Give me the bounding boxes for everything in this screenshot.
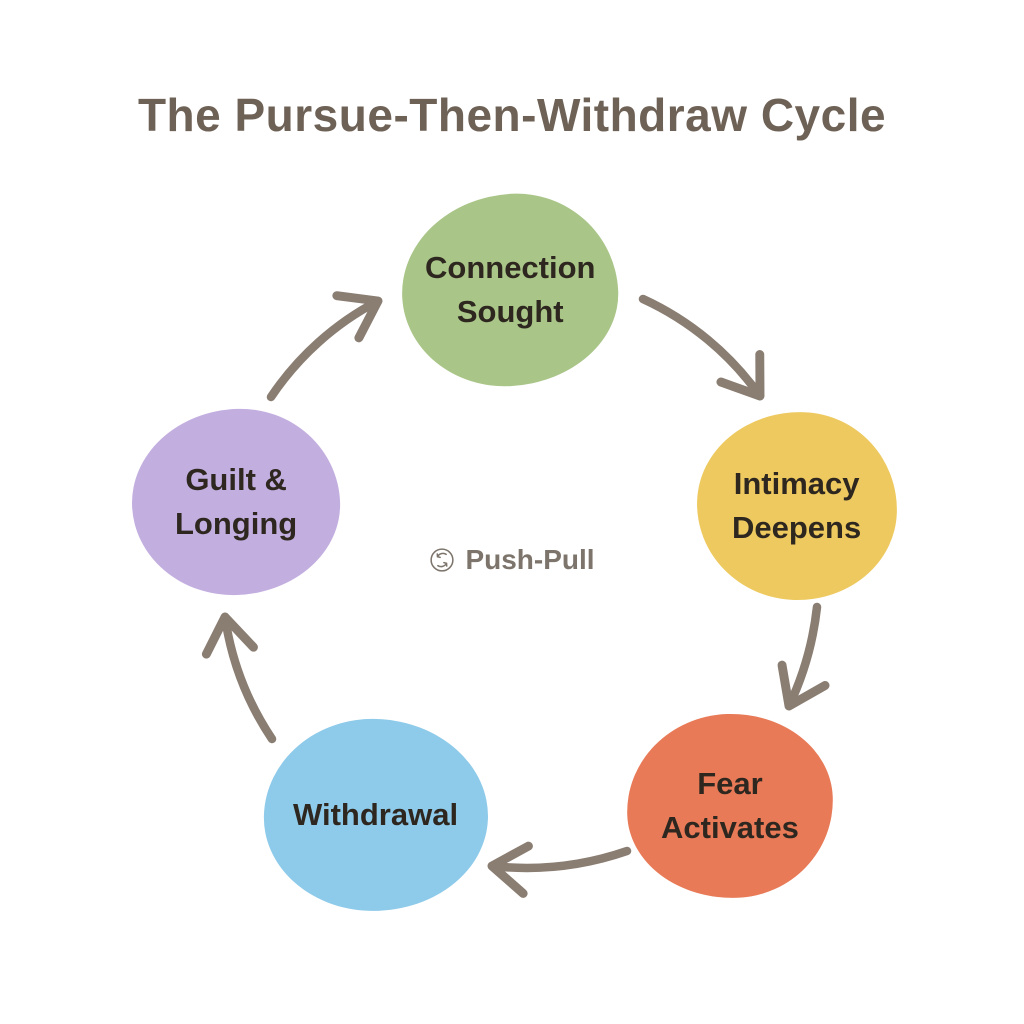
node-label: Guilt & Longing <box>174 461 298 542</box>
center-label-text: Push-Pull <box>465 544 595 575</box>
node-withdrawal: Withdrawal <box>260 715 492 915</box>
node-fear-activates: Fear Activates <box>623 710 837 902</box>
arrow-guilt-to-connection <box>266 291 383 402</box>
arrow-intimacy-to-fear <box>777 602 830 711</box>
node-connection-sought: Connection Sought <box>397 188 623 392</box>
node-label: Connection Sought <box>424 249 596 329</box>
node-label: Fear Activates <box>661 765 799 846</box>
arrow-fear-to-withdrawal <box>487 841 632 898</box>
cycle-arrows-icon <box>429 547 455 573</box>
page-title: The Pursue-Then-Withdraw Cycle <box>137 89 887 141</box>
node-label: Intimacy Deepens <box>732 465 862 545</box>
center-label: Push-Pull <box>262 544 762 576</box>
arrow-connection-to-intimacy <box>638 294 765 401</box>
node-label: Withdrawal <box>293 796 459 832</box>
arrow-withdrawal-to-guilt <box>201 612 277 744</box>
